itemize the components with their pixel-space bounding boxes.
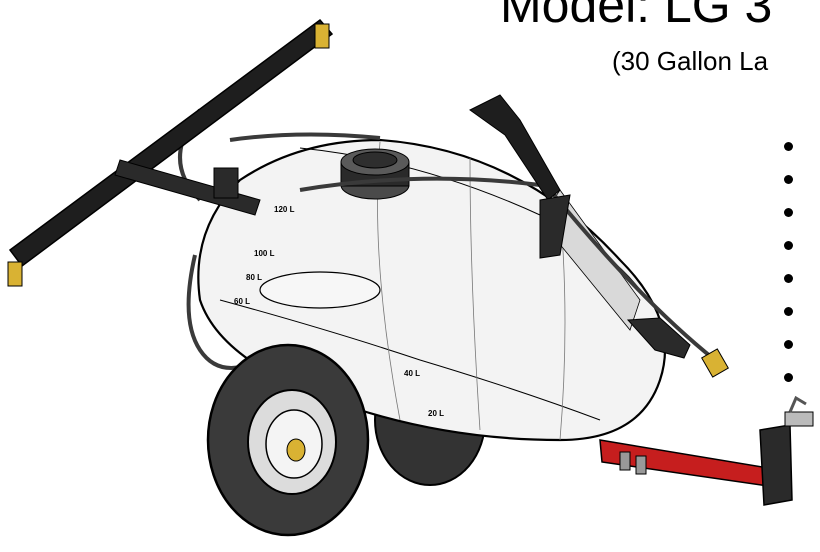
level-label: 60 L [234,297,250,306]
spec-bullet-list [784,142,793,406]
nozzle [314,23,330,49]
spec-bullet [784,241,793,250]
spray-boom [7,18,334,287]
capacity-subtitle: (30 Gallon La [612,46,769,76]
level-label: 20 L [428,409,444,418]
level-label: 100 L [254,249,275,258]
spray-wand [469,94,729,378]
spec-bullet [784,274,793,283]
spec-bullet [784,208,793,217]
hitch-assembly [599,395,814,506]
spec-bullet [784,340,793,349]
tank-level-labels: 120 L 100 L 80 L 60 L 40 L 20 L [234,205,444,418]
nozzle [7,261,23,287]
model-title: Model: LG 3 [500,0,773,33]
spec-bullet [784,142,793,151]
level-label: 120 L [274,205,295,214]
level-label: 80 L [246,273,262,282]
tank-lid [340,148,410,200]
spec-bullet [784,175,793,184]
front-wheel [206,343,370,537]
nozzle [701,348,729,378]
spec-bullet [784,307,793,316]
level-label: 40 L [404,369,420,378]
spec-bullet [784,373,793,382]
